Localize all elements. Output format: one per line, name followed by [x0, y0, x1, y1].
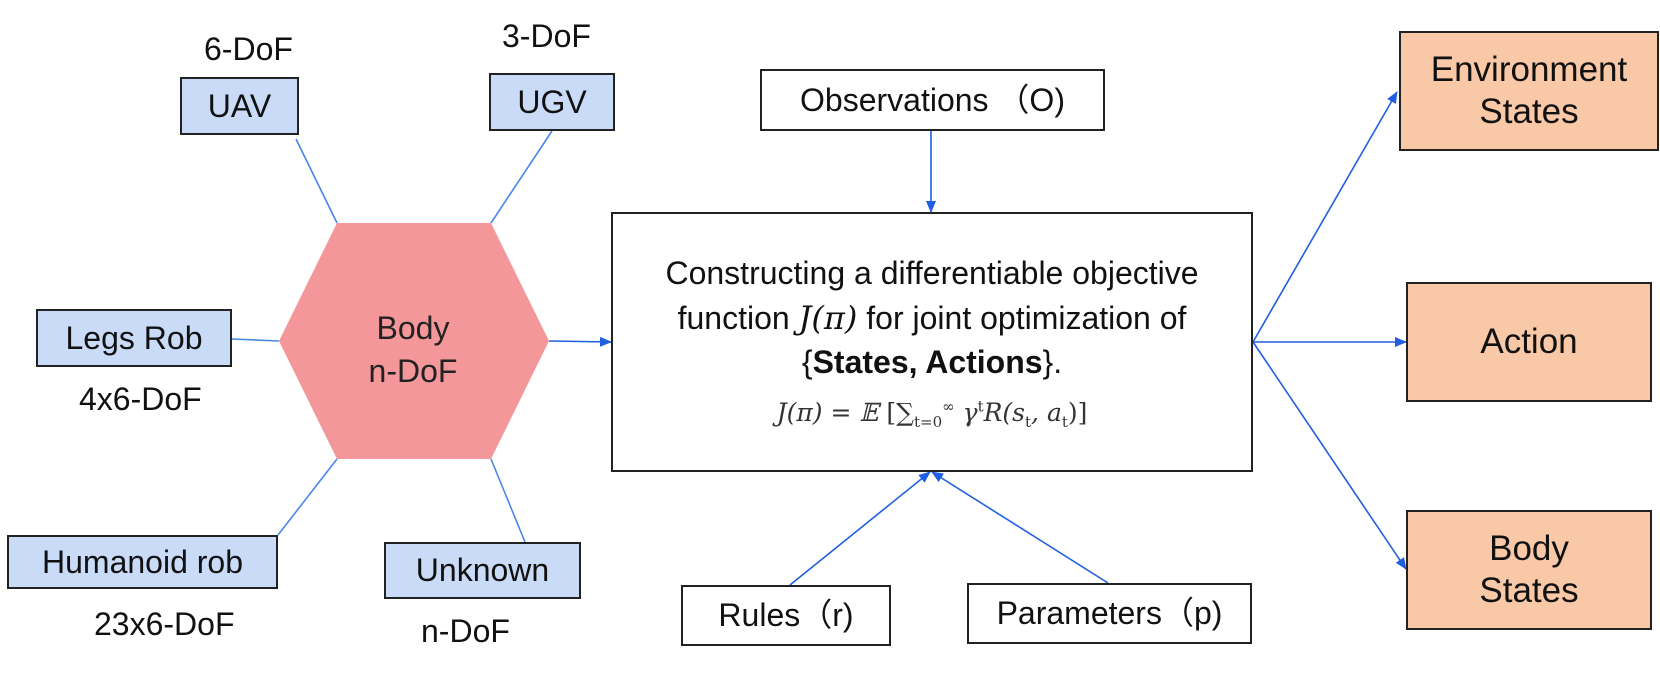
connector-ugv-body	[490, 130, 553, 224]
arrow-rules-to-objective	[789, 471, 931, 586]
arrow-objective-to-environment	[1252, 91, 1398, 343]
objective-line2: function J(π) for joint optimization of	[678, 296, 1187, 341]
formula-sum: ∑	[896, 398, 915, 428]
humanoid-rob-label: Humanoid rob	[42, 543, 243, 580]
body-line2: n-DoF	[368, 353, 458, 389]
objective-box	[611, 212, 1253, 472]
humanoid-rob-dof-label: 23x6-DoF	[94, 606, 235, 642]
connector-humanoid-body	[277, 458, 338, 536]
ugv-box: UGV	[489, 73, 615, 131]
formula-gamma: γ	[962, 398, 978, 428]
connector-legs-body	[231, 338, 280, 342]
parameters-box: Parameters（p)	[967, 583, 1252, 644]
arrow-parameters-to-objective	[931, 471, 1109, 584]
environment-states-line1: Environment	[1430, 50, 1628, 89]
formula-reward: R(s	[983, 398, 1026, 428]
body-node-label: Body n-DoF	[278, 245, 548, 455]
uav-box: UAV	[180, 77, 299, 135]
formula-gamma-exp: t	[977, 397, 984, 416]
unknown-box: Unknown	[384, 542, 581, 599]
formula-close: )]	[1067, 398, 1088, 428]
formula-s-sub: t	[1025, 413, 1032, 432]
action-box: Action	[1406, 282, 1652, 402]
arrow-body-to-objective	[548, 336, 612, 347]
objective-content: Constructing a differentiable objective …	[612, 214, 1252, 470]
rules-box: Rules（r)	[681, 585, 891, 646]
objective-function-symbol: J(π)	[798, 298, 858, 337]
objective-line3-open: {	[801, 344, 813, 381]
legs-rob-label: Legs Rob	[65, 319, 203, 356]
connector-uav-body	[295, 138, 338, 224]
objective-line3: {States, Actions}.	[802, 340, 1062, 385]
environment-states-box: Environment States	[1399, 31, 1659, 151]
arrow-objective-to-body-states	[1252, 341, 1407, 570]
uav-label: UAV	[207, 87, 272, 124]
objective-line3-bold: States, Actions	[812, 344, 1043, 381]
humanoid-rob-box: Humanoid rob	[7, 535, 278, 589]
objective-formula: J(π) = 𝔼 [∑t=0∞ γtR(st, at)]	[777, 395, 1088, 433]
formula-sum-upper: ∞	[942, 397, 955, 416]
objective-line3-close: }.	[1042, 344, 1063, 381]
legs-rob-box: Legs Rob	[36, 309, 232, 367]
parameters-label: Parameters（p)	[996, 595, 1223, 632]
observations-box: Observations （O)	[760, 69, 1105, 131]
connector-unknown-body	[490, 458, 526, 543]
body-states-box: Body States	[1406, 510, 1652, 630]
legs-rob-dof-label: 4x6-DoF	[79, 381, 202, 417]
body-line1: Body	[376, 309, 450, 346]
ugv-dof-label: 3-DoF	[502, 18, 591, 54]
rules-label: Rules（r)	[718, 597, 854, 634]
objective-line2-pre: function	[677, 299, 790, 336]
formula-mid: , a	[1031, 398, 1062, 428]
formula-open: [	[886, 398, 897, 428]
ugv-label: UGV	[517, 83, 587, 120]
environment-states-line2: States	[1479, 92, 1579, 131]
formula-sum-lower: t=0	[914, 413, 943, 432]
formula-lhs: J(π) = 𝔼	[776, 398, 879, 428]
unknown-label: Unknown	[415, 552, 550, 589]
body-states-line1: Body	[1489, 529, 1569, 568]
uav-dof-label: 6-DoF	[204, 31, 293, 67]
body-states-line2: States	[1479, 571, 1579, 610]
formula-a-sub: t	[1061, 413, 1068, 432]
objective-line2-post: for joint optimization of	[866, 299, 1187, 336]
objective-line1: Constructing a differentiable objective	[665, 254, 1199, 291]
observations-label: Observations （O)	[800, 81, 1065, 118]
body-hexagon	[279, 223, 549, 459]
action-label: Action	[1480, 322, 1578, 361]
unknown-dof-label: n-DoF	[421, 613, 510, 649]
